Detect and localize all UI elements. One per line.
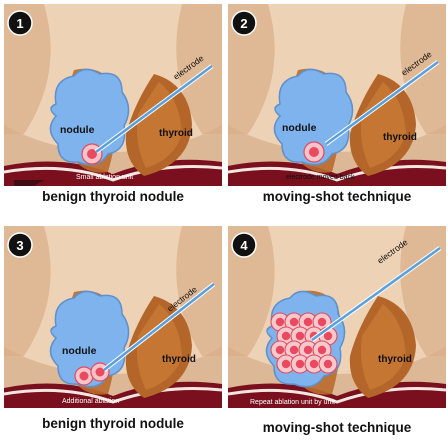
electrode — [325, 60, 439, 146]
ablation-unit-core — [317, 317, 327, 327]
ablation-unit-core — [281, 359, 291, 369]
thyroid-label: thyroid — [378, 354, 412, 365]
ablation-unit-core — [295, 331, 305, 341]
ablation-zones — [303, 141, 325, 163]
nodule — [49, 290, 130, 388]
electrode — [103, 282, 215, 372]
panel-caption: moving-shot technique — [262, 420, 412, 435]
nodule-label: nodule — [62, 345, 97, 357]
panel-4-illustration: electrode thyroid Repeat ablation unit b… — [228, 226, 446, 408]
thyroid-label: thyroid — [162, 354, 196, 365]
thyroid-label: thyroid — [383, 132, 417, 143]
step-badge — [231, 10, 257, 36]
panel-3-illustration: electrode nodule thyroid Additional abla… — [4, 226, 222, 408]
step-number: 4 — [240, 238, 248, 253]
annotation-label: Additional ablation — [62, 398, 119, 405]
step-number: 3 — [16, 238, 23, 253]
panel-1-illustration: electrode nodule thyroid Small ablation … — [4, 4, 222, 186]
annotation-label: electrode moved back — [286, 174, 355, 181]
ablation-unit-core — [275, 345, 285, 355]
panel-2-illustration: electrode nodule thyroid electrode moved… — [228, 4, 446, 186]
step-badge — [7, 232, 33, 258]
annotation-label: Small ablation unit — [76, 174, 133, 181]
panel-caption: benign thyroid nodule — [42, 189, 184, 204]
panel-3: electrode nodule thyroid Additional abla… — [4, 226, 222, 448]
panel-1: electrode nodule thyroid Small ablation … — [4, 4, 222, 228]
panel-caption: moving-shot technique — [262, 189, 412, 204]
ablation-unit-core — [303, 317, 313, 327]
electrode — [95, 64, 213, 154]
step-badge — [231, 232, 257, 258]
ablation-unit-core — [289, 317, 299, 327]
step-badge — [7, 10, 33, 36]
nodule-label: nodule — [60, 124, 95, 136]
ablation-unit-core — [323, 359, 333, 369]
ablation-unit-core — [303, 345, 313, 355]
ablation-unit-core — [281, 331, 291, 341]
panel-2: electrode nodule thyroid electrode moved… — [228, 4, 446, 228]
step-number: 1 — [16, 16, 23, 31]
ablation-zones — [270, 312, 338, 374]
panel-caption: benign thyroid nodule — [42, 416, 184, 431]
panel-4: electrode thyroid Repeat ablation unit b… — [228, 226, 446, 448]
ablation-unit-core — [295, 359, 305, 369]
thyroid-label: thyroid — [159, 128, 193, 139]
annotation-label: Repeat ablation unit by unit — [250, 399, 335, 406]
nodule-label: nodule — [282, 122, 317, 134]
ablation-unit-core — [317, 345, 327, 355]
step-number: 2 — [240, 16, 247, 31]
ablation-unit-core — [323, 331, 333, 341]
ablation-unit-core — [309, 359, 319, 369]
electrode — [311, 246, 441, 342]
ablation-unit-core — [289, 345, 299, 355]
ablation-unit-core — [275, 317, 285, 327]
